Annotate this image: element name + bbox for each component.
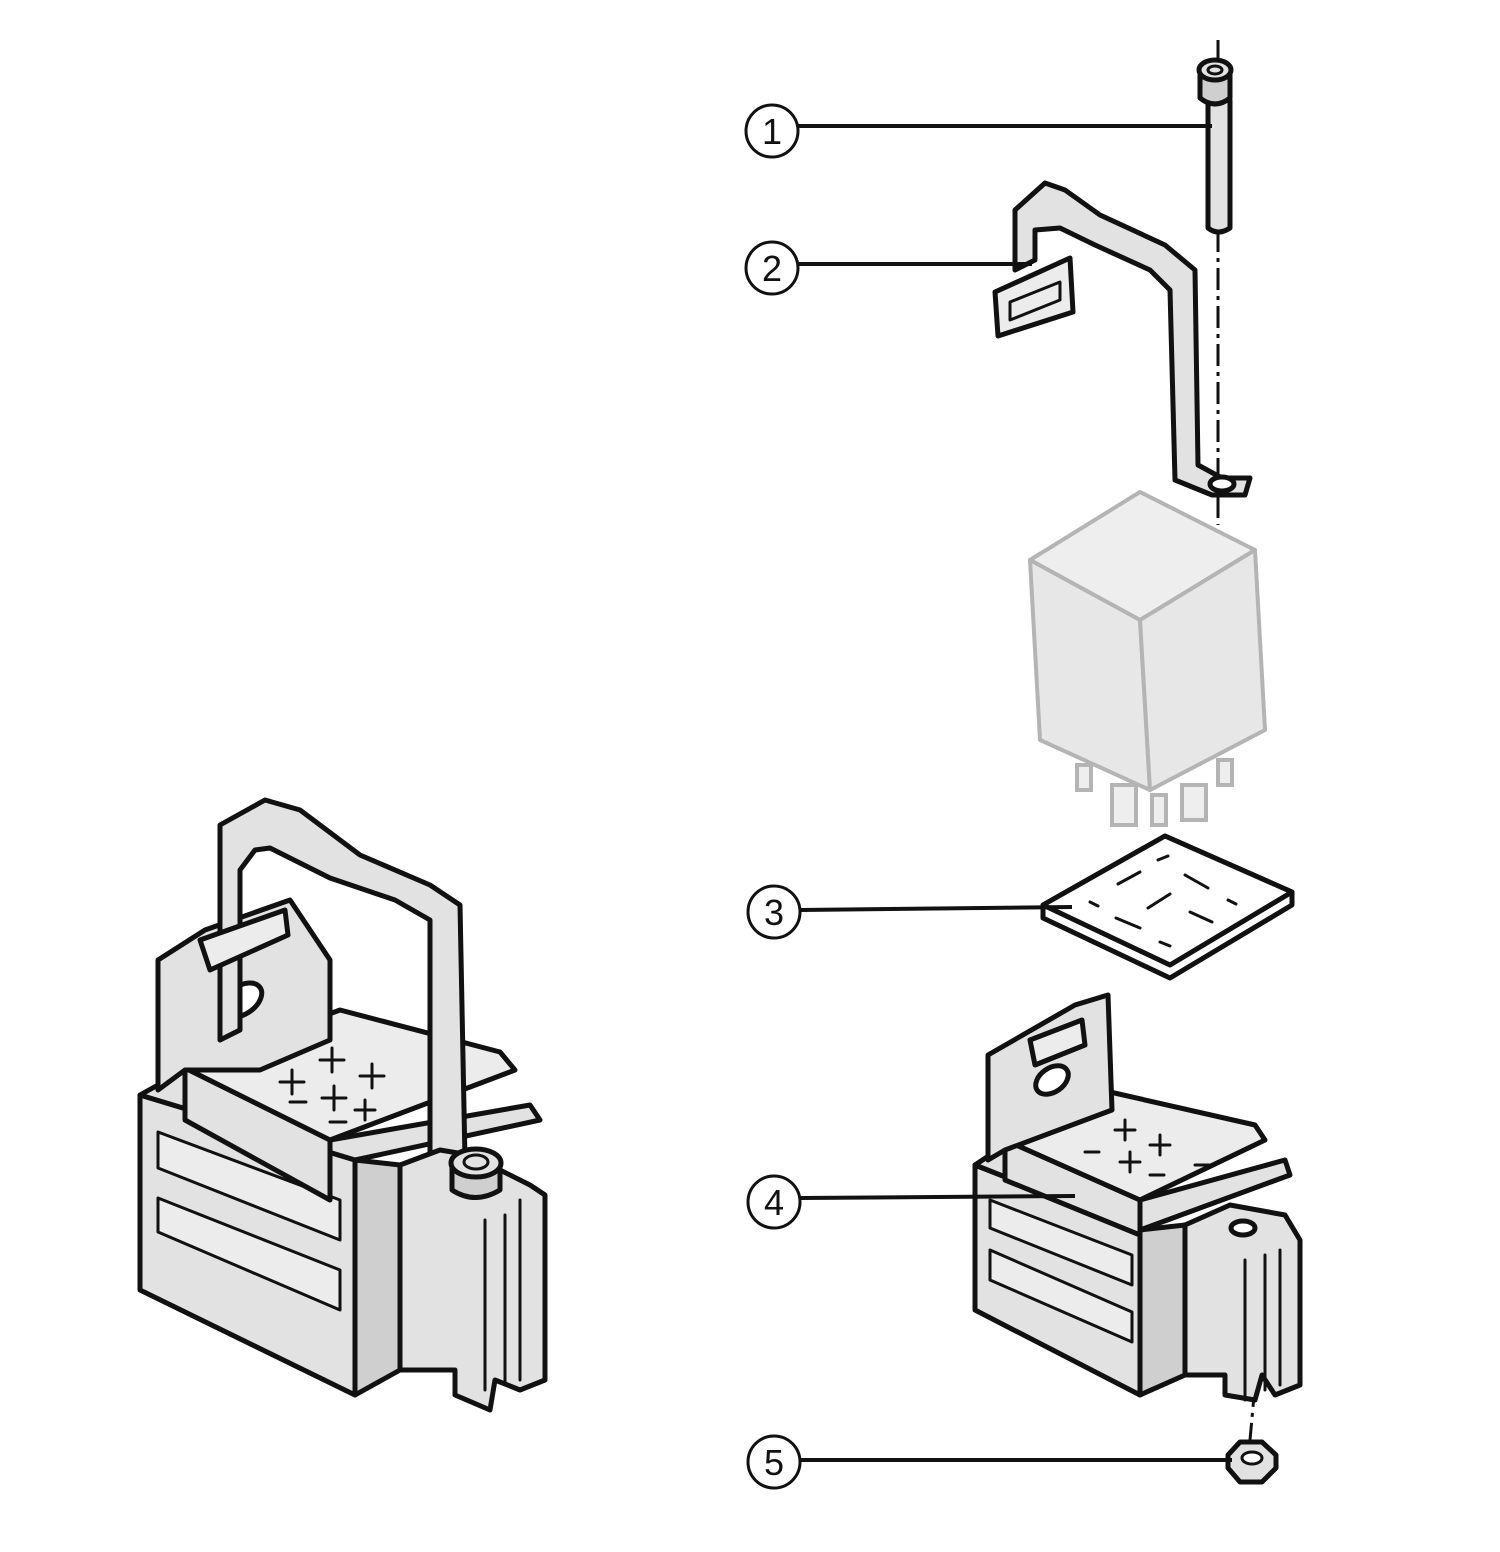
callout-2-label: 2: [762, 248, 782, 289]
relay-terminals: [1075, 758, 1234, 827]
callout-2: 2: [744, 240, 1032, 296]
callout-3: 3: [746, 884, 1073, 940]
assembled-rail-slot: [483, 1198, 522, 1392]
assembled-rib-lower: [156, 1196, 342, 1312]
assembled-bracket-clip: [197, 907, 291, 973]
part-3-gasket: [1040, 833, 1295, 981]
relay-module: [1028, 490, 1267, 827]
part-2-bracket: [992, 180, 1253, 498]
callout-1: 1: [744, 103, 1212, 159]
assembled-relay-holder: [137, 797, 548, 1413]
callout-4: 4: [746, 1174, 1076, 1230]
callout-5-label: 5: [764, 1442, 784, 1483]
callout-4-label: 4: [764, 1182, 784, 1223]
callout-1-label: 1: [762, 111, 782, 152]
part-4-relay-socket: [972, 992, 1303, 1403]
part-5-hex-nut: [1225, 1439, 1279, 1485]
assembled-housing-side: [352, 1157, 403, 1398]
part-1-cap-screw: [1196, 57, 1234, 235]
assembled-screw: [448, 1146, 504, 1200]
callout-3-label: 3: [764, 892, 784, 933]
assembled-rib-upper: [156, 1130, 342, 1242]
assembled-contact-slots: [278, 1046, 386, 1124]
callout-5: 5: [746, 1434, 1232, 1490]
relay-side-face: [1138, 548, 1267, 792]
